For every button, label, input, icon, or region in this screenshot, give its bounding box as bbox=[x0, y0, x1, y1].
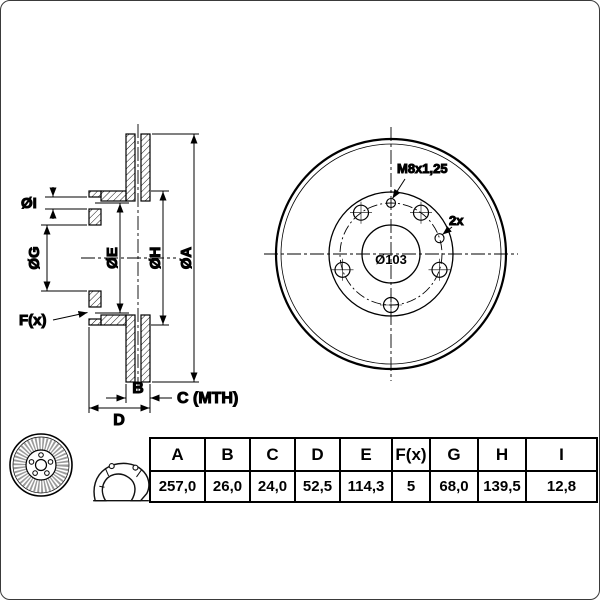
table-header-a: A bbox=[151, 439, 206, 470]
table-value-a: 257,0 bbox=[151, 470, 206, 501]
cross-section-view: ØI ØG ØE ØH bbox=[19, 124, 239, 430]
outer-diameter-circle bbox=[274, 137, 508, 371]
dim-oe bbox=[95, 202, 129, 314]
table-value-g: 68,0 bbox=[431, 470, 479, 501]
dim-fx bbox=[52, 310, 88, 321]
front-centerlines bbox=[264, 127, 518, 381]
dim-label-oa: ØA bbox=[178, 247, 195, 270]
outer-chamfer-circle bbox=[280, 143, 502, 365]
dim-label-c-mth: C (MTH) bbox=[177, 390, 238, 407]
dim-b bbox=[106, 384, 172, 413]
dimension-table: A B C D E F(x) G H I 257,0 26,0 24,0 52,… bbox=[149, 437, 598, 503]
table-header-h: H bbox=[479, 439, 527, 470]
dim-label-oi: ØI bbox=[21, 195, 37, 212]
front-view: M8x1,25 2x Ø103 bbox=[264, 127, 518, 381]
dim-label-oe: ØE bbox=[104, 247, 121, 269]
table-value-h: 139,5 bbox=[479, 470, 527, 501]
thread-count-leader-line bbox=[442, 226, 453, 235]
thread-count-label: 2x bbox=[449, 213, 464, 228]
mounting-flange bbox=[88, 190, 102, 326]
brake-disc-icon bbox=[9, 433, 73, 497]
table-value-e: 114,3 bbox=[341, 470, 393, 501]
dim-d bbox=[88, 327, 150, 413]
thread-leader-line bbox=[392, 178, 406, 199]
dim-oh bbox=[151, 190, 169, 326]
table-header-b: B bbox=[206, 439, 251, 470]
hub-diameter-label: Ø103 bbox=[375, 252, 407, 267]
thread-spec-label: M8x1,25 bbox=[397, 161, 448, 176]
dim-oa bbox=[152, 133, 199, 383]
dim-label-oh: ØH bbox=[147, 247, 164, 270]
table-value-b: 26,0 bbox=[206, 470, 251, 501]
bolt-holes bbox=[331, 201, 451, 316]
dim-label-og: ØG bbox=[26, 246, 43, 269]
centre-bore-circle bbox=[361, 224, 421, 284]
friction-plates bbox=[125, 133, 151, 383]
table-value-fx: 5 bbox=[393, 470, 431, 501]
table-header-d: D bbox=[296, 439, 341, 470]
dim-label-b: B bbox=[132, 380, 144, 397]
threaded-holes bbox=[385, 197, 445, 244]
table-header-i: I bbox=[559, 444, 564, 464]
dim-label-d: D bbox=[113, 412, 125, 429]
table-header-g: G bbox=[431, 439, 479, 470]
table-header-c: C bbox=[251, 439, 296, 470]
dim-oi bbox=[45, 187, 87, 219]
table-header-e: E bbox=[341, 439, 393, 470]
brake-caliper-icon bbox=[93, 462, 150, 502]
table-value-d: 52,5 bbox=[296, 470, 341, 501]
technical-drawing: ØI ØG ØE ØH bbox=[19, 124, 518, 430]
table-value-c: 24,0 bbox=[251, 470, 296, 501]
dim-label-fx: F(x) bbox=[19, 312, 47, 329]
table-header-fx: F(x) bbox=[393, 439, 431, 470]
table-value-i: 12,8 bbox=[527, 470, 596, 501]
dim-og bbox=[41, 224, 87, 292]
